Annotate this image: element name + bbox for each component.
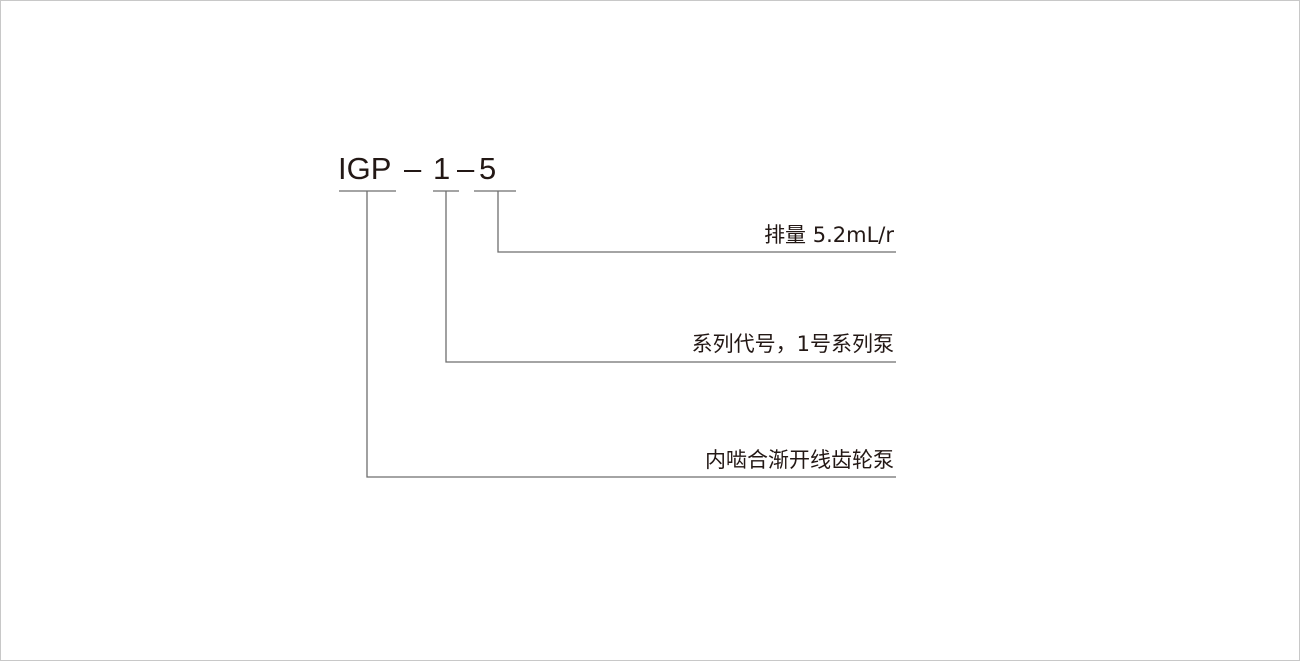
leader-displacement [497, 191, 896, 253]
label-displacement: 排量 5.2mL/r [764, 223, 894, 247]
code-separator-1: – [404, 151, 422, 186]
code-size: 1 [433, 151, 450, 186]
code-displacement: 5 [479, 151, 496, 186]
leader-series-code [445, 191, 896, 363]
leader-pump-type [366, 191, 896, 478]
code-separator-2: – [457, 151, 475, 186]
label-series-code: 系列代号，1号系列泵 [692, 332, 894, 356]
code-series: IGP [338, 151, 391, 186]
label-pump-type: 内啮合渐开线齿轮泵 [705, 448, 894, 472]
